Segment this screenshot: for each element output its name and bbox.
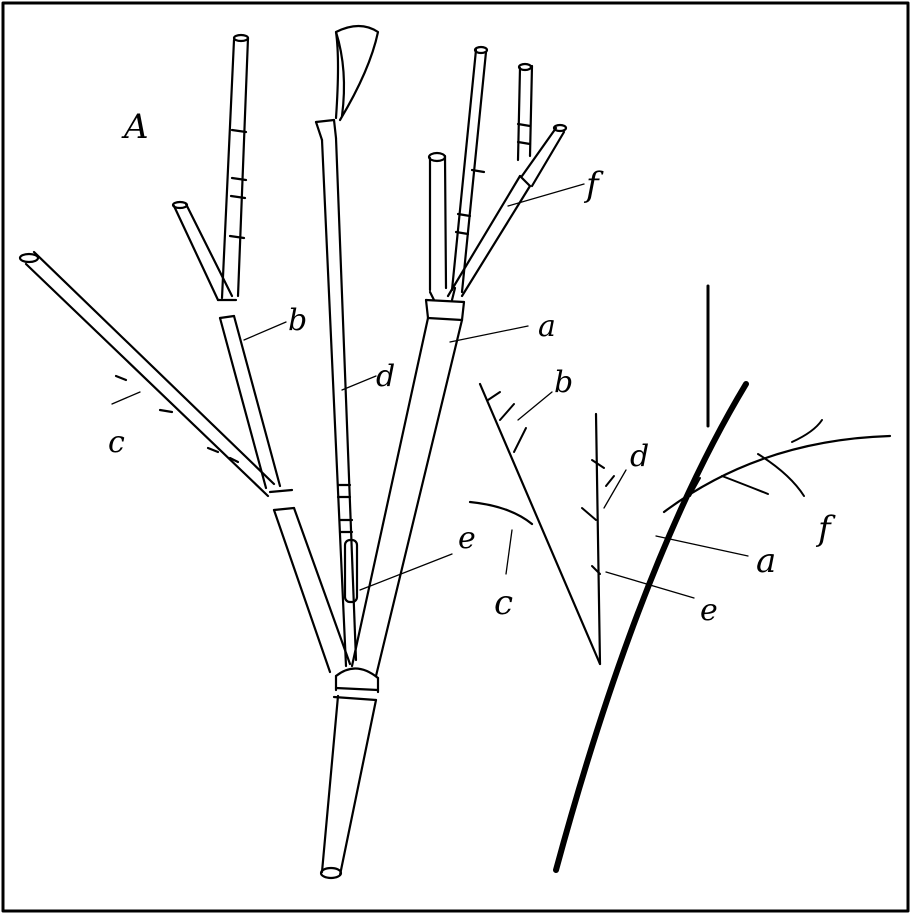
branch-f-stem [448,47,566,296]
diagram-branch-c [470,502,532,524]
label-c-right: c [494,583,513,623]
leader-lines-right [506,392,748,598]
label-a-left: a [538,309,556,344]
label-f-left: f [583,165,604,205]
label-f-right: f [815,509,836,549]
label-a-right: a [756,541,776,581]
panel-label: A [121,107,149,147]
branch-b-stem [173,35,350,672]
branch-d-stem [316,26,378,666]
stem-drawing [20,26,584,878]
leader-lines-left [112,184,584,590]
label-c-left: c [108,425,125,460]
label-d-right: d [630,439,649,474]
label-b-right: b [554,365,573,400]
diagram-branch-d [596,414,600,664]
label-e-right: e [700,593,718,628]
label-d-left: d [376,359,395,394]
label-b-left: b [288,303,307,338]
branch-a-stem [352,153,464,676]
label-e-left: e [458,521,476,556]
branching-diagram [470,286,890,870]
main-stem-base [321,688,378,878]
